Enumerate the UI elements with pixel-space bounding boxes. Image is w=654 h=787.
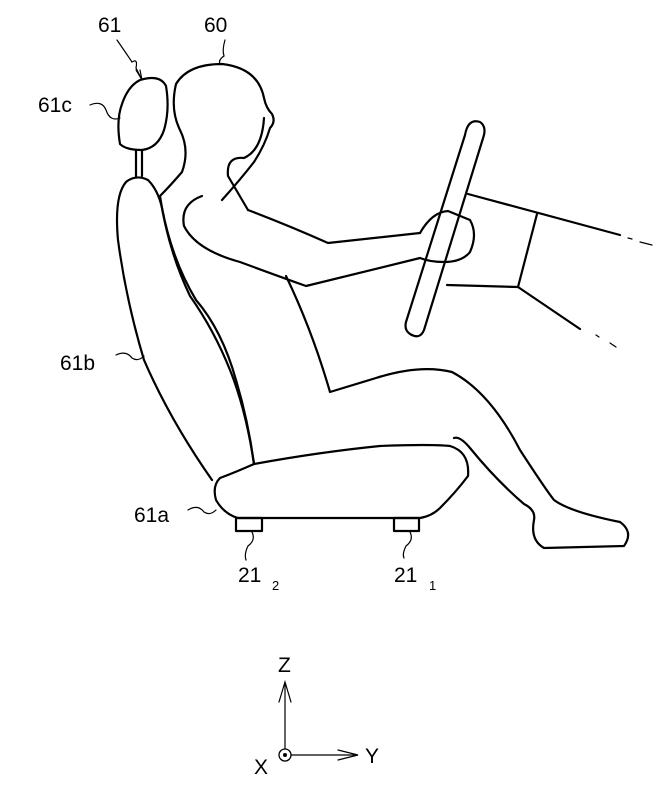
backrest — [115, 176, 256, 482]
label-seat: 61 — [98, 14, 121, 37]
label-seat-cushion: 61a — [134, 504, 169, 527]
label-sensor-front: 21 — [394, 564, 417, 587]
label-sensor-rear: 21 — [238, 564, 261, 587]
steering-column — [445, 192, 653, 348]
occupant — [158, 62, 630, 550]
load-sensor-rear — [234, 516, 264, 533]
headrest — [117, 76, 169, 178]
leader-lines — [89, 39, 412, 561]
coordinate-axes: Z Y X — [254, 654, 379, 779]
label-backrest: 61b — [60, 352, 95, 375]
x-axis-out-of-page-icon — [278, 748, 292, 762]
axis-label-y: Y — [365, 745, 379, 768]
label-sensor-rear-subscript: 2 — [272, 578, 279, 593]
seat-cushion — [213, 443, 470, 520]
load-sensor-front — [392, 516, 421, 533]
label-headrest: 61c — [38, 94, 72, 117]
axis-label-x: X — [254, 756, 268, 779]
steering-wheel — [404, 120, 486, 338]
label-sensor-front-subscript: 1 — [429, 578, 436, 593]
axis-label-z: Z — [278, 654, 291, 677]
label-occupant: 60 — [204, 14, 227, 37]
